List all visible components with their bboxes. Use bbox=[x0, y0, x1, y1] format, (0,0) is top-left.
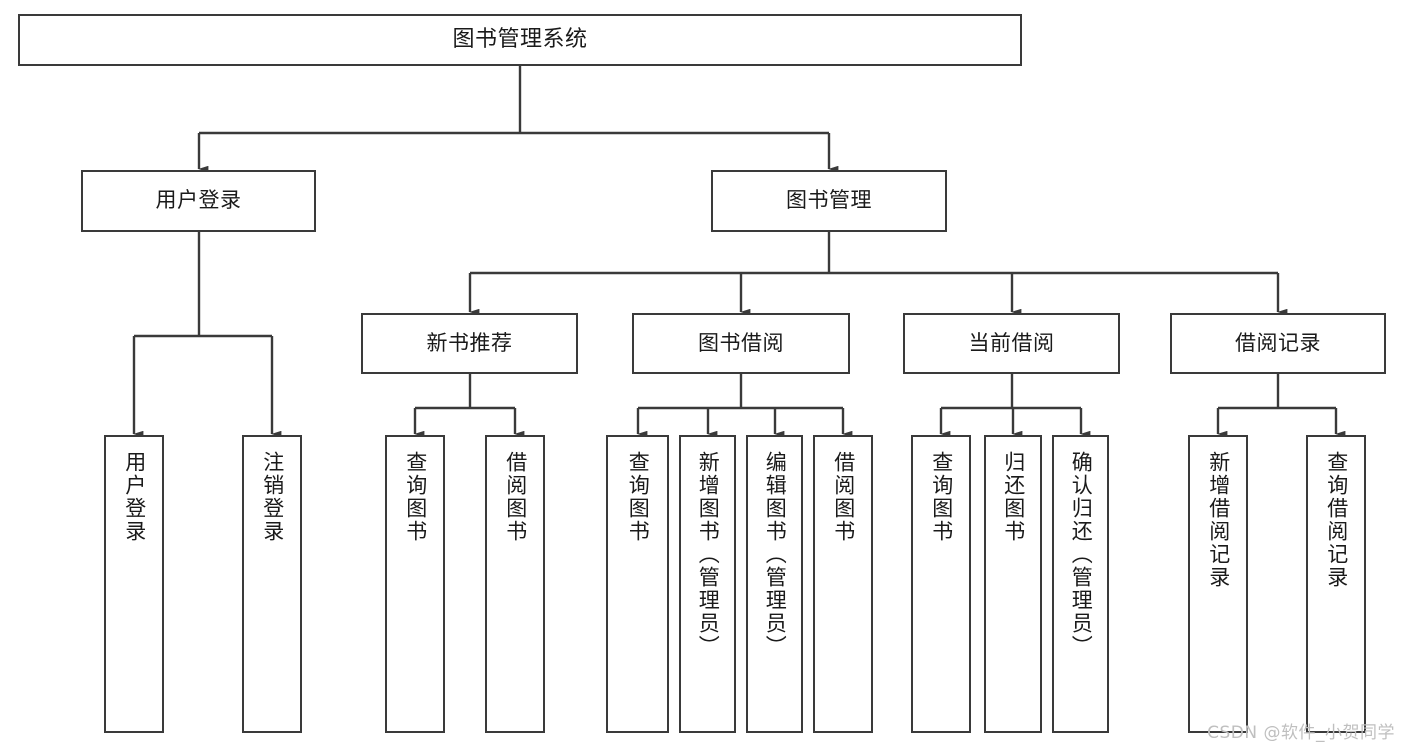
node-l2-current[interactable]: 当前借阅 bbox=[903, 313, 1120, 374]
node-root[interactable]: 图书管理系统 bbox=[18, 14, 1022, 66]
node-l2-new-book[interactable]: 新书推荐 bbox=[361, 313, 578, 374]
node-label: 图书借阅 bbox=[698, 330, 784, 355]
node-label: 新书推荐 bbox=[426, 330, 513, 355]
node-label: 新增借阅记录 bbox=[1206, 451, 1231, 589]
node-label: 用户登录 bbox=[155, 188, 242, 213]
node-label: 新增图书（管理员） bbox=[696, 451, 721, 658]
node-label: 查询借阅记录 bbox=[1324, 451, 1349, 589]
node-label: 编辑图书（管理员） bbox=[763, 451, 788, 658]
node-leaf-add-book[interactable]: 新增图书（管理员） bbox=[679, 435, 736, 733]
watermark-label: CSDN @软件_小贺同学 bbox=[1207, 723, 1395, 743]
node-l1-user-login[interactable]: 用户登录 bbox=[81, 170, 316, 232]
node-leaf-borrow-book[interactable]: 借阅图书 bbox=[813, 435, 873, 733]
node-leaf-borrow-book-new[interactable]: 借阅图书 bbox=[485, 435, 545, 733]
node-l2-borrow[interactable]: 图书借阅 bbox=[632, 313, 850, 374]
node-leaf-query-book-new[interactable]: 查询图书 bbox=[385, 435, 445, 733]
node-label: 借阅图书 bbox=[503, 451, 528, 543]
node-label: 图书管理 bbox=[786, 188, 872, 213]
node-label: 查询图书 bbox=[403, 451, 428, 543]
node-l2-record[interactable]: 借阅记录 bbox=[1170, 313, 1386, 374]
node-leaf-logout[interactable]: 注销登录 bbox=[242, 435, 302, 733]
node-l1-book-admin[interactable]: 图书管理 bbox=[711, 170, 947, 232]
node-leaf-user-login[interactable]: 用户登录 bbox=[104, 435, 164, 733]
node-leaf-return-book[interactable]: 归还图书 bbox=[984, 435, 1042, 733]
node-leaf-query-book-current[interactable]: 查询图书 bbox=[911, 435, 971, 733]
node-label: 借阅图书 bbox=[831, 451, 856, 543]
node-leaf-query-record[interactable]: 查询借阅记录 bbox=[1306, 435, 1366, 733]
node-label: 查询图书 bbox=[626, 451, 651, 543]
node-label: 注销登录 bbox=[260, 451, 285, 543]
node-label: 归还图书 bbox=[1001, 451, 1026, 543]
node-label: 借阅记录 bbox=[1235, 330, 1321, 355]
node-label: 用户登录 bbox=[122, 451, 147, 543]
node-leaf-add-record[interactable]: 新增借阅记录 bbox=[1188, 435, 1248, 733]
node-leaf-edit-book[interactable]: 编辑图书（管理员） bbox=[746, 435, 803, 733]
node-label: 图书管理系统 bbox=[452, 26, 588, 52]
node-leaf-query-book-borrow[interactable]: 查询图书 bbox=[606, 435, 669, 733]
node-label: 当前借阅 bbox=[968, 330, 1055, 355]
node-leaf-confirm-return[interactable]: 确认归还（管理员） bbox=[1052, 435, 1109, 733]
node-label: 确认归还（管理员） bbox=[1069, 451, 1094, 658]
node-label: 查询图书 bbox=[929, 451, 954, 543]
